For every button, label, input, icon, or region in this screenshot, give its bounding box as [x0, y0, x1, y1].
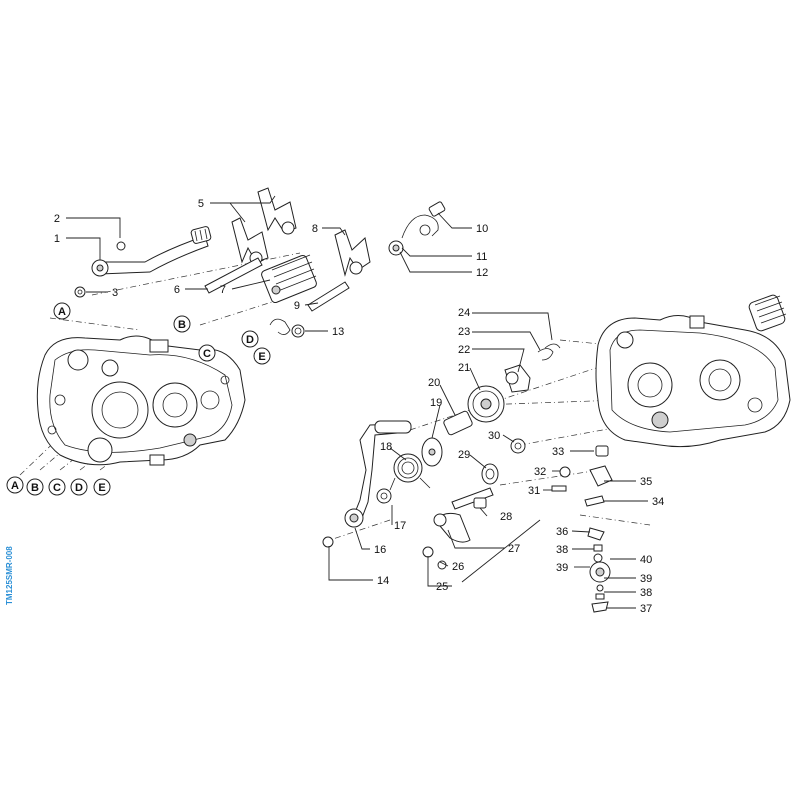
selector-drum: [261, 254, 317, 304]
label-14: 14: [377, 575, 389, 587]
kick-spring: [376, 453, 431, 504]
part-labels: 1 2 3 5 6 7 8 9 10 11 12 13 14 16 17 18 …: [54, 198, 664, 615]
fork-shaft: [204, 257, 263, 294]
label-24: 24: [458, 307, 470, 319]
marker-b-upper: B: [173, 315, 191, 333]
label-38a: 38: [556, 544, 568, 556]
label-3: 3: [112, 287, 118, 299]
svg-text:E: E: [98, 482, 105, 494]
label-37: 37: [640, 603, 652, 615]
svg-text:B: B: [31, 482, 39, 494]
label-32: 32: [534, 466, 546, 478]
marker-a-upper: A: [53, 302, 71, 320]
svg-text:C: C: [203, 348, 211, 360]
label-23: 23: [458, 326, 470, 338]
marker-b-lower: B: [26, 478, 44, 496]
label-25: 25: [436, 581, 448, 593]
label-29: 29: [458, 449, 470, 461]
circlip-13: [269, 318, 305, 338]
shift-fork-8: [307, 229, 371, 312]
label-13: 13: [332, 326, 344, 338]
circle-markers: A B C D E A B C: [6, 302, 271, 496]
svg-text:D: D: [246, 334, 254, 346]
label-27: 27: [508, 543, 520, 555]
detent-assembly: [388, 201, 446, 256]
marker-e-lower: E: [93, 478, 111, 496]
label-9: 9: [294, 300, 300, 312]
label-26: 26: [452, 561, 464, 573]
svg-text:E: E: [258, 351, 265, 363]
svg-text:A: A: [58, 306, 66, 318]
kick-gear: [443, 385, 505, 436]
svg-text:B: B: [178, 319, 186, 331]
label-30: 30: [488, 430, 500, 442]
label-2: 2: [54, 213, 60, 225]
marker-d-upper: D: [241, 330, 259, 348]
label-39b: 39: [640, 573, 652, 585]
label-31: 31: [528, 485, 540, 497]
label-35: 35: [640, 476, 652, 488]
label-17: 17: [394, 520, 406, 532]
catalogue-code: TM125SMR-008: [5, 546, 14, 605]
marker-d-lower: D: [70, 478, 88, 496]
kick-shaft: [422, 487, 494, 570]
label-16: 16: [374, 544, 386, 556]
marker-c-lower: C: [48, 478, 66, 496]
washer-19: [421, 437, 443, 467]
label-36: 36: [556, 526, 568, 538]
shift-forks: [231, 187, 297, 265]
gear-shift-pedal: [74, 226, 212, 298]
right-gear-cluster: [748, 294, 787, 332]
label-7: 7: [220, 284, 226, 296]
label-12: 12: [476, 267, 488, 279]
label-39a: 39: [556, 562, 568, 574]
label-18: 18: [380, 441, 392, 453]
label-19: 19: [430, 397, 442, 409]
ratchet-parts: [504, 343, 561, 393]
label-22: 22: [458, 344, 470, 356]
right-small-parts: [551, 445, 613, 613]
label-33: 33: [552, 446, 564, 458]
label-6: 6: [174, 284, 180, 296]
label-34: 34: [652, 496, 664, 508]
marker-e-upper: E: [253, 347, 271, 365]
label-28: 28: [500, 511, 512, 523]
right-crankcase-half: [595, 294, 791, 448]
spring-29: [481, 438, 526, 485]
svg-text:A: A: [11, 480, 19, 492]
label-38b: 38: [640, 587, 652, 599]
label-21: 21: [458, 362, 470, 374]
label-5: 5: [198, 198, 204, 210]
label-11: 11: [476, 251, 487, 263]
svg-text:C: C: [53, 482, 61, 494]
kickstart-lever: [322, 420, 412, 548]
label-10: 10: [476, 223, 488, 235]
label-40: 40: [640, 554, 652, 566]
label-8: 8: [312, 223, 318, 235]
label-1: 1: [54, 233, 60, 245]
leader-lines: [66, 195, 648, 609]
svg-text:D: D: [75, 482, 83, 494]
left-crankcase-half: [36, 335, 246, 466]
marker-c-upper: C: [198, 344, 216, 362]
label-20: 20: [428, 377, 440, 389]
marker-a-lower: A: [6, 476, 24, 494]
